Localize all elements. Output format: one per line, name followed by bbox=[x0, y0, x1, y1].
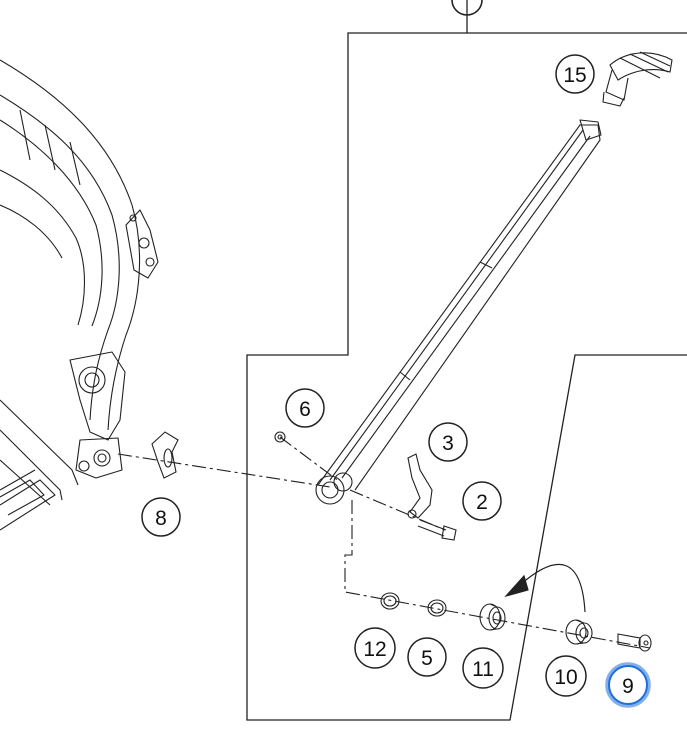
callout-6: 6 bbox=[285, 388, 325, 428]
callout-11: 11 bbox=[462, 647, 504, 689]
svg-text:12: 12 bbox=[363, 638, 386, 661]
callout-3: 3 bbox=[428, 422, 468, 462]
part-6-nut bbox=[274, 431, 286, 443]
svg-text:9: 9 bbox=[622, 675, 634, 698]
svg-text:5: 5 bbox=[421, 647, 433, 670]
callout-15: 15 bbox=[555, 54, 595, 94]
part-10-bushing bbox=[565, 619, 593, 645]
assembly-outline bbox=[246, 0, 687, 721]
callout-10: 10 bbox=[545, 655, 587, 697]
svg-text:10: 10 bbox=[554, 666, 577, 689]
part-9-screw bbox=[617, 633, 652, 652]
part-2-bolt bbox=[417, 519, 457, 541]
part-12-ring bbox=[380, 592, 400, 610]
svg-text:2: 2 bbox=[476, 491, 488, 514]
side-stand-leg bbox=[315, 119, 602, 505]
part-5-ring bbox=[427, 599, 447, 617]
callout-5: 5 bbox=[407, 637, 447, 677]
svg-text:6: 6 bbox=[299, 398, 311, 421]
install-arrow bbox=[504, 563, 586, 613]
callout-9[interactable]: 9 bbox=[605, 662, 651, 708]
callout-2: 2 bbox=[462, 481, 502, 521]
svg-text:8: 8 bbox=[155, 507, 167, 530]
svg-text:15: 15 bbox=[563, 64, 586, 87]
svg-text:3: 3 bbox=[442, 432, 454, 455]
part-8-wing-nut bbox=[151, 431, 179, 479]
callout-12: 12 bbox=[354, 627, 396, 669]
frame-section bbox=[0, 59, 159, 531]
part-11-bushing bbox=[479, 603, 506, 631]
svg-text:11: 11 bbox=[472, 658, 494, 681]
part-15-foot bbox=[602, 51, 673, 107]
assembly-lines bbox=[117, 436, 651, 649]
callout-8: 8 bbox=[141, 497, 181, 537]
part-3-bracket bbox=[407, 453, 433, 519]
